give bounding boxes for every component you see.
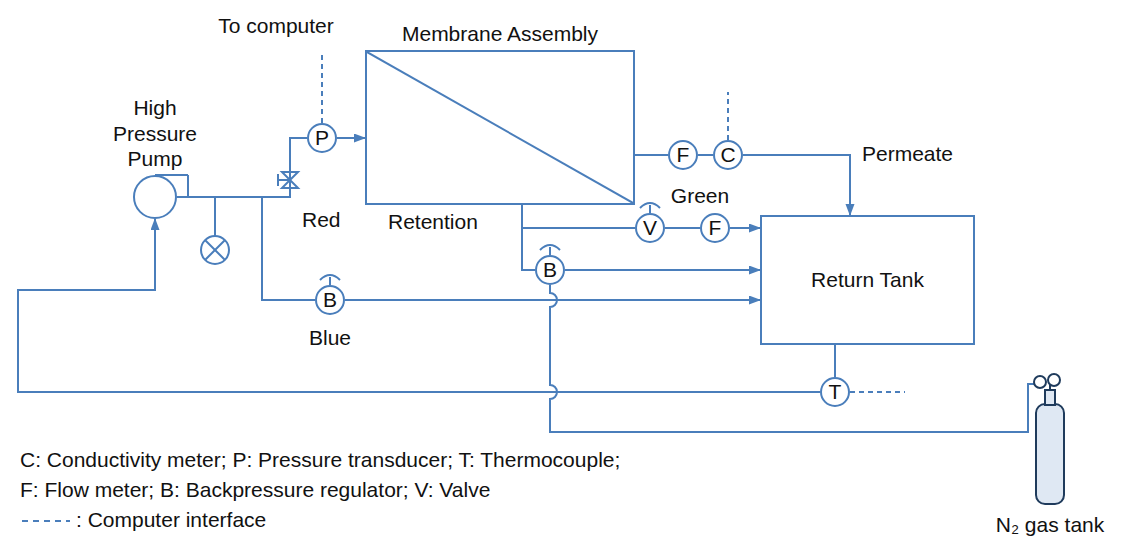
backpressure-regulator: B <box>315 285 345 315</box>
gauge-tap <box>214 197 216 236</box>
key-note: F: Flow meter; B: Backpressure regulator… <box>20 478 490 502</box>
line-color-label: Blue <box>309 326 351 350</box>
pipe-connector <box>730 227 760 229</box>
cylinder-neck <box>1045 390 1055 405</box>
stream-label: Permeate <box>862 142 953 166</box>
node-heading: Membrane Assembly <box>350 21 650 46</box>
pipe-connector <box>565 269 760 271</box>
flow-meter: F <box>700 213 730 243</box>
pipe-connector <box>743 155 850 215</box>
gauge-cross <box>205 240 225 260</box>
regulator-handwheel <box>320 275 340 280</box>
pipe-connector <box>337 137 365 139</box>
node-text: Return Tank <box>811 268 924 291</box>
node-text: B <box>543 258 557 281</box>
pipe-connector <box>698 154 713 156</box>
conductivity-meter: C <box>713 140 743 170</box>
dashed-sample <box>22 520 70 522</box>
node-text: V <box>643 216 657 239</box>
regulator-stem <box>1049 384 1051 391</box>
key-note: C: Conductivity meter; P: Pressure trans… <box>20 448 620 472</box>
pipe-connector <box>665 227 700 229</box>
backpressure-regulator: B <box>535 255 565 285</box>
instrument-decor <box>155 52 905 392</box>
flow-meter: F <box>668 140 698 170</box>
node-text: C <box>720 143 735 166</box>
gas-pipe <box>1020 384 1034 432</box>
regulator-stem <box>549 247 551 255</box>
valve-handle <box>277 174 279 186</box>
pipe-connector <box>550 285 1020 432</box>
thermocouple: T <box>820 377 850 407</box>
pipe-connector <box>522 205 535 270</box>
node-text: T <box>829 380 842 403</box>
return-tank: Return Tank <box>760 215 975 345</box>
gas-cylinder <box>1020 370 1080 506</box>
valve-stem <box>278 179 290 181</box>
valve: V <box>635 213 665 243</box>
pressure-gauge <box>201 236 229 264</box>
legend-item: : Computer interface <box>20 508 266 532</box>
high-pressure-pump: High Pressure Pump <box>133 175 177 219</box>
pump-outlet <box>187 175 189 197</box>
line-color-label: Green <box>671 184 729 208</box>
computer-link <box>727 92 729 140</box>
membrane-assembly: Membrane Assembly <box>365 50 635 205</box>
regulator-gauge <box>1034 376 1046 388</box>
pipe-connector <box>635 154 668 156</box>
membrane-diagonal <box>367 52 633 203</box>
signal-label: To computer <box>218 14 334 38</box>
node-text: F <box>709 216 722 239</box>
nitrogen-tank: N₂ gas tank <box>1020 370 1080 506</box>
node-text: F <box>677 143 690 166</box>
pipe-connector <box>834 345 836 377</box>
regulator-handwheel <box>540 245 560 250</box>
legend-text: : Computer interface <box>76 508 266 532</box>
pipe-connector <box>177 197 315 300</box>
valve-handwheel <box>640 203 660 208</box>
gauge-cross <box>205 240 225 260</box>
computer-link <box>850 391 905 393</box>
regulator-stem <box>329 277 331 285</box>
node-heading: N₂ gas tank <box>980 512 1120 537</box>
node-text: B <box>323 288 337 311</box>
node-heading: High Pressure Pump <box>100 95 210 171</box>
computer-link <box>321 52 323 123</box>
valve-stem <box>649 205 651 213</box>
node-text: P <box>315 126 329 149</box>
pipe-connector <box>18 219 820 392</box>
pipe-connector <box>345 299 760 301</box>
cylinder-body <box>1036 404 1064 504</box>
legend-sample <box>20 510 72 530</box>
pressure-transducer: P <box>307 123 337 153</box>
pipe-connector <box>177 138 307 197</box>
stream-label: Retention <box>388 210 478 234</box>
membrane-line <box>367 52 633 203</box>
line-color-label: Red <box>302 208 341 232</box>
pipe-connector <box>522 205 635 228</box>
